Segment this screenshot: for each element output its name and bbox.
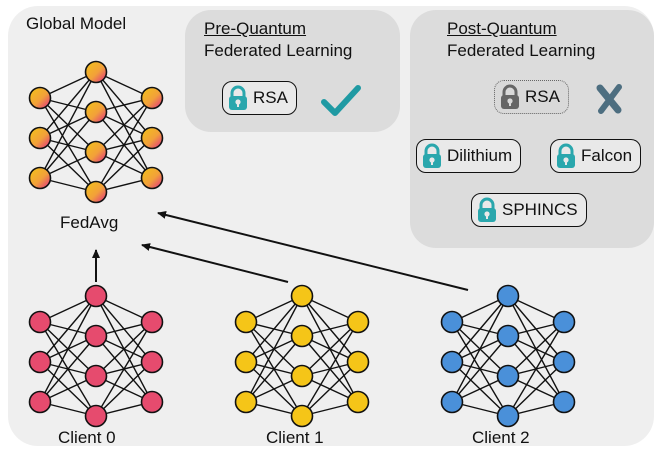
network-node bbox=[290, 364, 314, 388]
falcon-badge: Falcon bbox=[550, 139, 642, 173]
algorithm-name: RSA bbox=[253, 88, 288, 107]
network-node bbox=[28, 390, 52, 414]
network-node bbox=[496, 284, 520, 308]
network-node bbox=[84, 364, 108, 388]
network-node bbox=[346, 310, 370, 334]
arrow-client1-to-fedavg bbox=[141, 243, 289, 283]
lock-icon bbox=[501, 84, 519, 109]
network-node bbox=[440, 350, 464, 374]
network-node bbox=[28, 310, 52, 334]
network-node bbox=[346, 350, 370, 374]
network-node bbox=[346, 390, 370, 414]
lock-icon bbox=[229, 85, 247, 110]
network-node bbox=[28, 350, 52, 374]
post-quantum-title: Post-Quantum bbox=[447, 19, 557, 38]
network-node bbox=[552, 350, 576, 374]
network-node bbox=[28, 166, 52, 190]
algorithm-name: RSA bbox=[525, 87, 560, 106]
algorithm-name: SPHINCS bbox=[502, 200, 578, 219]
network-node bbox=[234, 350, 258, 374]
client-1-label: Client 1 bbox=[266, 428, 324, 447]
network-node bbox=[140, 166, 164, 190]
global-model-network bbox=[28, 60, 164, 204]
network-node bbox=[140, 350, 164, 374]
client-0-label: Client 0 bbox=[58, 428, 116, 447]
network-node bbox=[84, 140, 108, 164]
lock-icon bbox=[557, 143, 575, 168]
dilithium-badge: Dilithium bbox=[416, 139, 522, 173]
network-node bbox=[234, 390, 258, 414]
network-node bbox=[140, 310, 164, 334]
client-1-network bbox=[234, 284, 370, 428]
client-0-network bbox=[28, 284, 164, 428]
aggregation-arrows bbox=[92, 211, 469, 291]
post-quantum-rsa-badge: RSA bbox=[494, 80, 569, 114]
network-node bbox=[496, 324, 520, 348]
network-node bbox=[84, 404, 108, 428]
algorithm-name: Falcon bbox=[581, 146, 633, 165]
network-node bbox=[84, 60, 108, 84]
global-model-title: Global Model bbox=[26, 14, 127, 33]
network-node bbox=[84, 324, 108, 348]
network-node bbox=[440, 310, 464, 334]
algorithm-name: Dilithium bbox=[447, 146, 513, 165]
network-node bbox=[84, 100, 108, 124]
network-node bbox=[84, 180, 108, 204]
pre-quantum-subtitle: Federated Learning bbox=[204, 41, 353, 60]
sphincs-badge: SPHINCS bbox=[471, 193, 587, 227]
cross-icon bbox=[596, 84, 622, 114]
client-2-label: Client 2 bbox=[472, 428, 530, 447]
network-node bbox=[28, 126, 52, 150]
network-node bbox=[496, 364, 520, 388]
pre-quantum-rsa-badge: RSA bbox=[222, 81, 297, 115]
network-node bbox=[84, 284, 108, 308]
network-node bbox=[290, 404, 314, 428]
network-node bbox=[140, 86, 164, 110]
fedavg-label: FedAvg bbox=[60, 213, 119, 232]
arrow-client2-to-fedavg bbox=[157, 211, 469, 291]
pre-quantum-title: Pre-Quantum bbox=[204, 19, 307, 38]
lock-icon bbox=[423, 143, 441, 168]
network-node bbox=[552, 310, 576, 334]
client-2-network bbox=[440, 284, 576, 428]
network-node bbox=[140, 126, 164, 150]
network-node bbox=[552, 390, 576, 414]
network-node bbox=[28, 86, 52, 110]
network-node bbox=[290, 324, 314, 348]
network-node bbox=[496, 404, 520, 428]
network-node bbox=[290, 284, 314, 308]
network-node bbox=[440, 390, 464, 414]
lock-icon bbox=[478, 197, 496, 222]
check-icon bbox=[321, 85, 361, 116]
network-node bbox=[234, 310, 258, 334]
network-node bbox=[140, 390, 164, 414]
post-quantum-subtitle: Federated Learning bbox=[447, 41, 596, 60]
